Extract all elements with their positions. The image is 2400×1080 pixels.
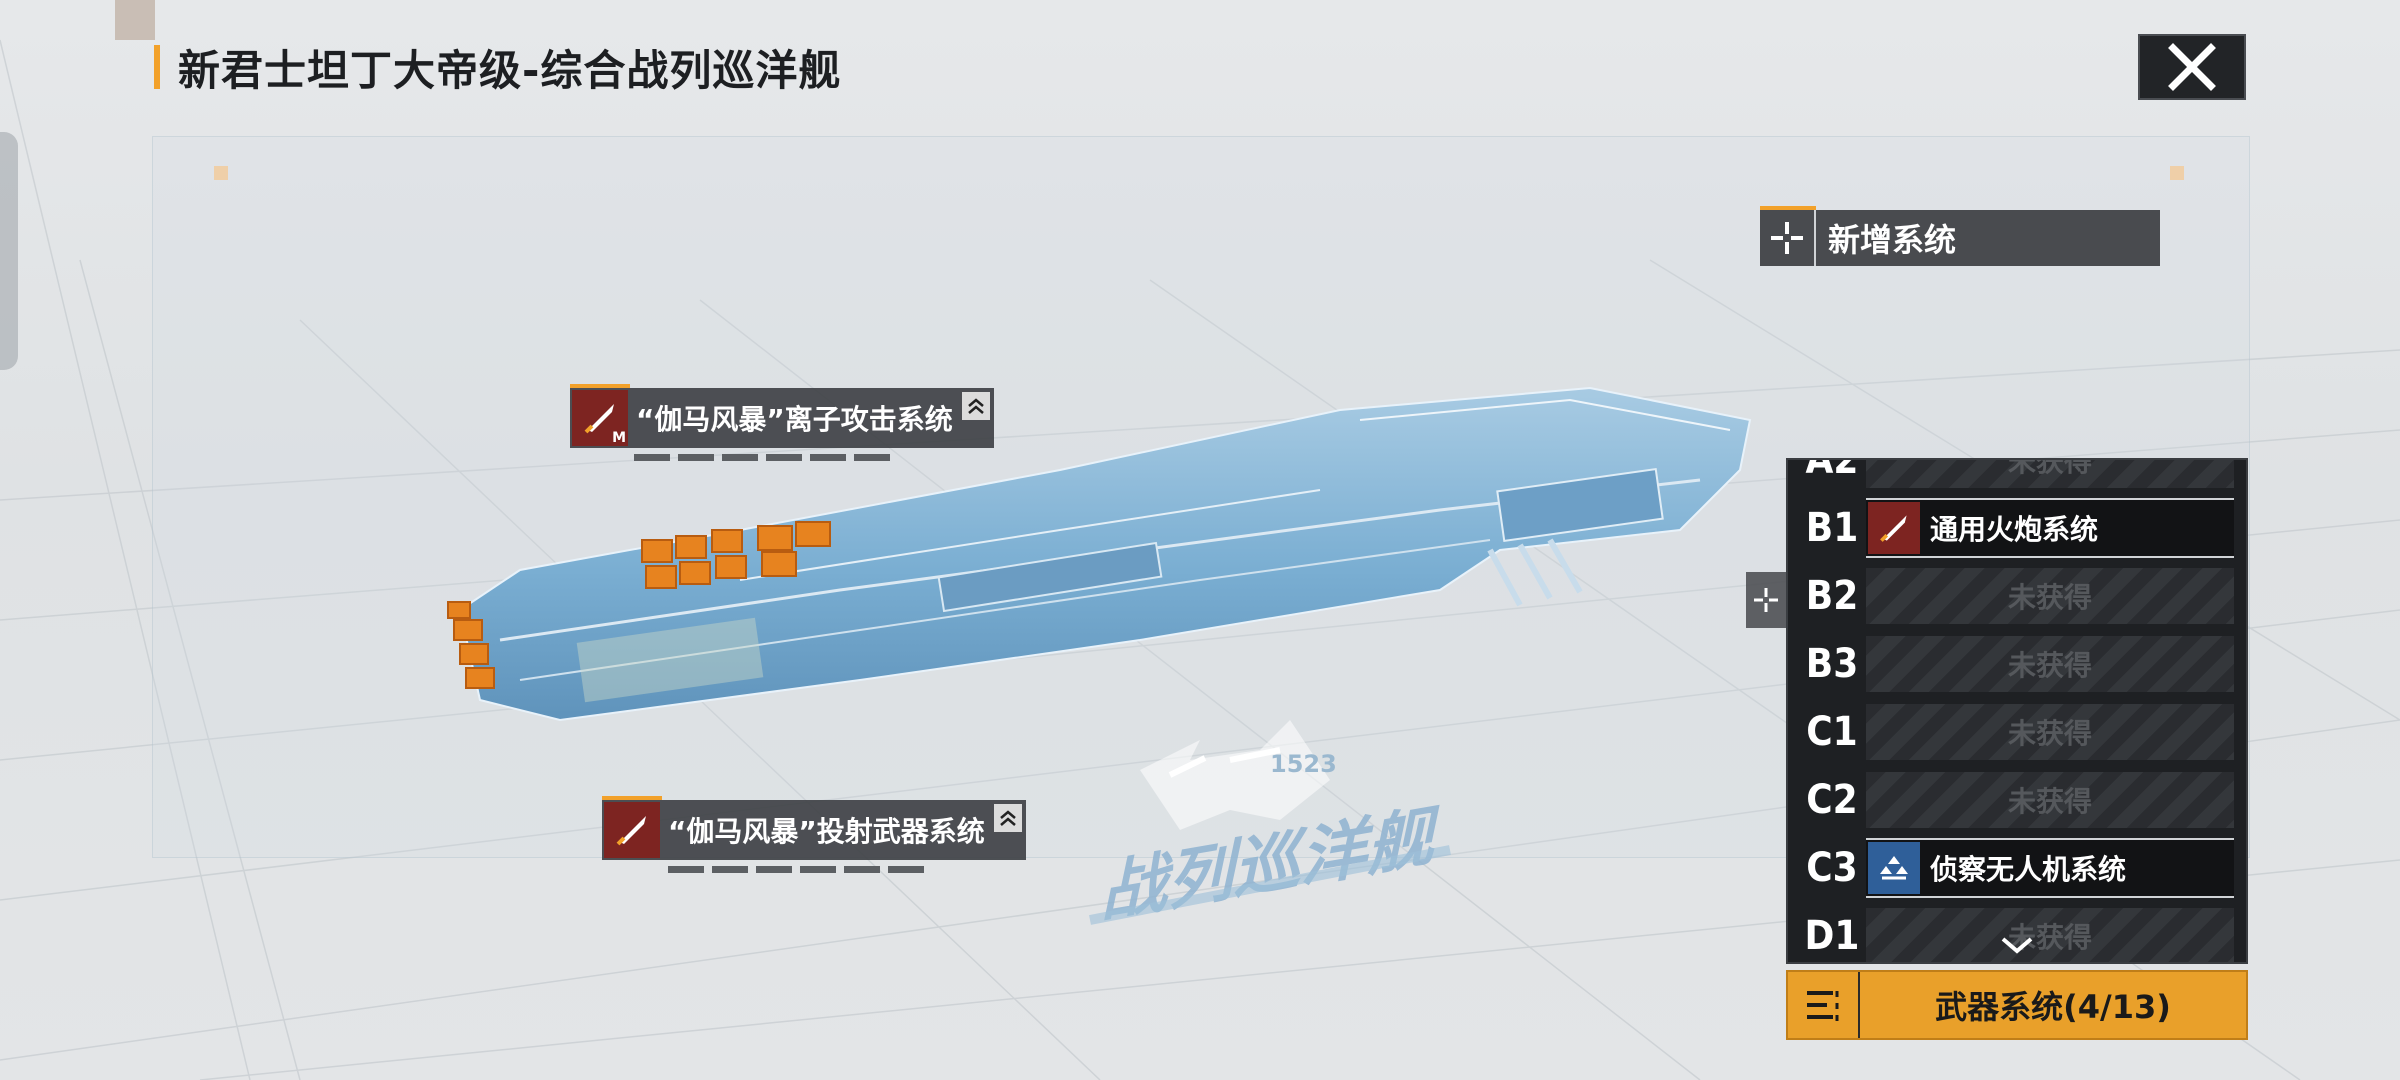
slot-code: C2 <box>1806 777 1858 823</box>
slot-code: C3 <box>1806 845 1858 891</box>
crosshair-icon <box>1754 588 1778 612</box>
projectile-weapon-icon <box>604 802 660 858</box>
accent-line <box>602 796 662 800</box>
slot-body: 未获得 <box>1866 772 2234 828</box>
ship-tag-label: “伽马风暴”离子攻击系统 <box>636 403 953 436</box>
slot-body: 侦察无人机系统 <box>1866 838 2234 898</box>
slot-code: B3 <box>1805 641 1859 687</box>
slot-status: 未获得 <box>2007 458 2092 478</box>
drone-icon <box>1868 842 1920 894</box>
battlecruiser-model <box>447 386 1752 722</box>
side-crosshair-tab[interactable] <box>1746 572 1786 628</box>
slot-row-a2[interactable]: A2 未获得 <box>1798 458 2234 490</box>
slot-body: 未获得 <box>1866 568 2234 624</box>
slot-row-d1[interactable]: D1 未获得 <box>1798 906 2234 962</box>
slot-code: A2 <box>1805 458 1859 483</box>
tag-progress-dashes <box>668 866 924 873</box>
side-pull-tab[interactable] <box>0 132 18 370</box>
slot-status: 通用火炮系统 <box>1930 513 2099 546</box>
tag-progress-dashes <box>634 454 890 461</box>
slot-row-c3[interactable]: C3 侦察无人机系统 <box>1798 838 2234 898</box>
title-accent-bar <box>154 45 160 89</box>
add-system-label: 新增系统 <box>1828 221 1957 259</box>
add-system-button[interactable]: 新增系统 <box>1760 206 2160 266</box>
slot-status: 未获得 <box>2007 717 2092 750</box>
page-title-text: 新君士坦丁大帝级-综合战列巡洋舰 <box>178 45 842 95</box>
chevron-up-icon[interactable] <box>994 804 1022 832</box>
ship-tag-projectile-weapon[interactable]: “伽马风暴”投射武器系统 <box>602 796 1026 860</box>
slot-body: 通用火炮系统 <box>1866 498 2234 558</box>
slot-row-c2[interactable]: C2 未获得 <box>1798 770 2234 830</box>
slot-row-c1[interactable]: C1 未获得 <box>1798 702 2234 762</box>
slot-row-b3[interactable]: B3 未获得 <box>1798 634 2234 694</box>
slot-status: 未获得 <box>2007 581 2092 614</box>
slot-row-b2[interactable]: B2 未获得 <box>1798 566 2234 626</box>
corner-logo <box>115 0 155 40</box>
slot-body: 未获得 <box>1866 908 2234 962</box>
slot-status: 未获得 <box>2007 785 2092 818</box>
frame-corner-marker <box>2170 166 2184 180</box>
ship-class-watermark: 1523 战列巡洋舰 <box>1089 720 1451 932</box>
watermark-number: 1523 <box>1270 750 1337 778</box>
chevron-down-icon <box>2001 937 2033 954</box>
close-button[interactable] <box>2138 34 2246 100</box>
slot-body: 未获得 <box>1866 636 2234 692</box>
accent-line <box>570 384 630 388</box>
close-icon <box>2168 43 2216 91</box>
slot-body: 未获得 <box>1866 704 2234 760</box>
weapon-tier-badge: M <box>612 430 626 446</box>
slot-code: B2 <box>1805 573 1859 619</box>
slot-code: D1 <box>1804 913 1860 959</box>
slot-code: C1 <box>1806 709 1858 755</box>
crosshair-icon <box>1760 210 1816 266</box>
accent-line <box>1760 206 1816 210</box>
slot-code: B1 <box>1805 505 1859 551</box>
slot-status: 侦察无人机系统 <box>1930 853 2127 886</box>
slot-body: 未获得 <box>1866 458 2234 488</box>
frame-corner-marker <box>214 166 228 180</box>
chevron-up-icon[interactable] <box>962 392 990 420</box>
cannon-icon <box>1868 502 1920 554</box>
weapon-system-toggle[interactable]: 武器系统(4/13) <box>1786 970 2248 1040</box>
slot-status: 未获得 <box>2007 649 2092 682</box>
list-menu-icon <box>1788 972 1860 1038</box>
ion-attack-icon: M <box>572 390 628 446</box>
ship-tag-ion-attack[interactable]: M “伽马风暴”离子攻击系统 <box>570 384 994 448</box>
weapon-system-label: 武器系统(4/13) <box>1935 988 2171 1026</box>
ship-tag-label: “伽马风暴”投射武器系统 <box>668 815 985 848</box>
scroll-down-button[interactable] <box>1788 930 2246 960</box>
weapon-slot-list[interactable]: A2 未获得 B1 通用火炮系统 B2 未获得 B3 未获得 C1 未获得 C2… <box>1786 458 2248 964</box>
slot-row-b1[interactable]: B1 通用火炮系统 <box>1798 498 2234 558</box>
page-title: 新君士坦丁大帝级-综合战列巡洋舰 <box>154 42 841 95</box>
